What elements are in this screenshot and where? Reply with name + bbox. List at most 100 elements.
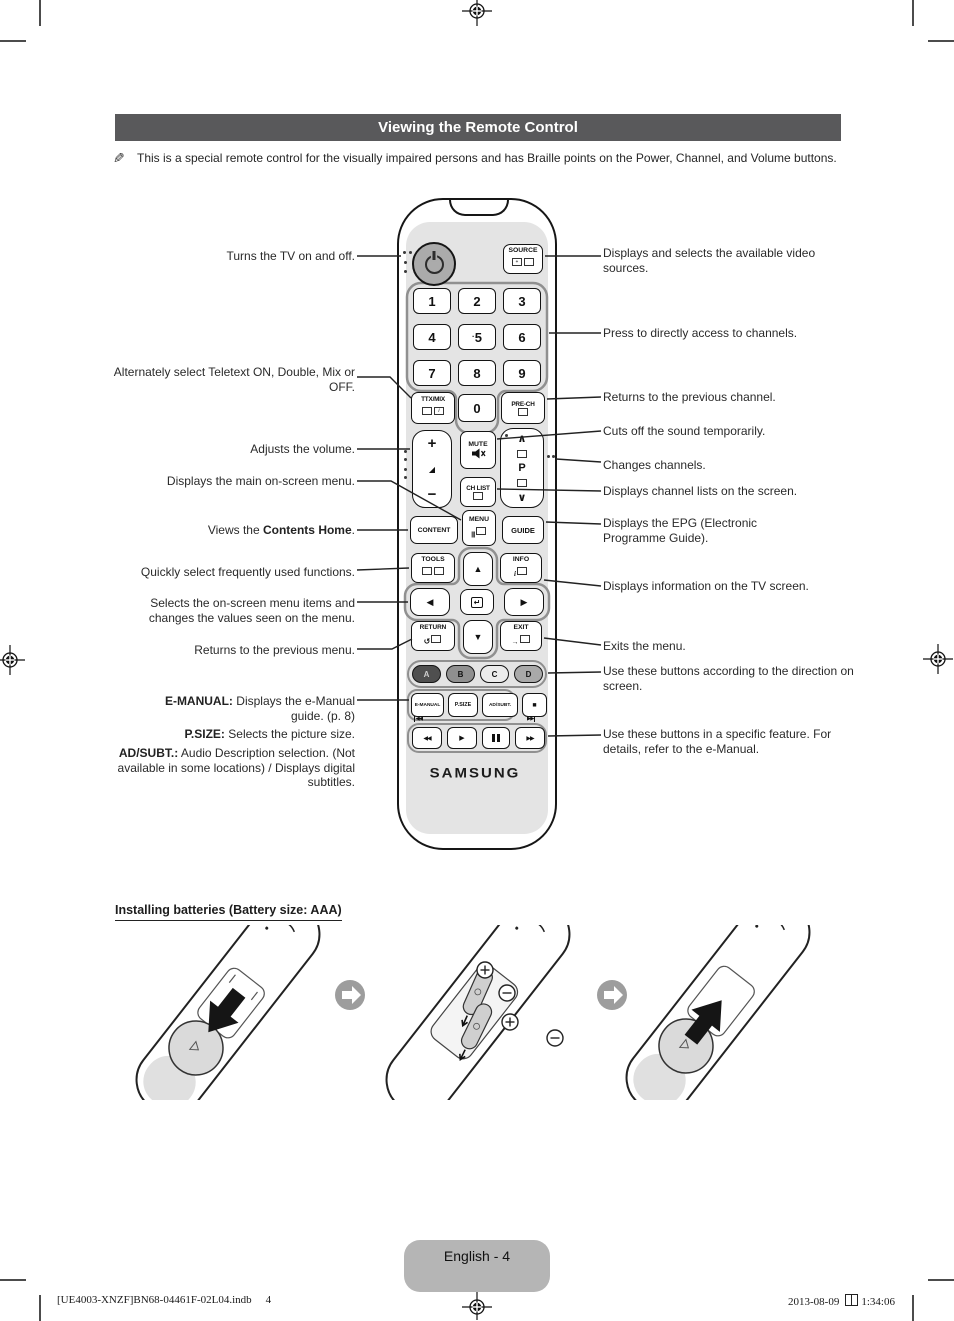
rewind-button: ◀◀ [412,727,442,749]
color-key-a: A [412,665,441,683]
plus-circle-icon [476,961,494,979]
callout-emanual: E-MANUAL: Displays the e-Manual guide. (… [164,694,355,723]
pause-button [482,727,510,749]
menu-button: MENU ||| [462,510,496,546]
ttx-icons: / [421,403,445,421]
battery-installation-steps [135,925,811,1100]
braille-dot [404,476,407,479]
braille-dot [404,458,407,461]
minus-circle-icon [546,1029,564,1047]
callout-playback: Use these buttons in a specific feature.… [603,727,832,756]
tools-button: TOOLS [411,553,455,583]
info-button: INFO i [500,553,542,583]
digit-7-button: 7 [413,360,451,386]
callout-prech: Returns to the previous channel. [603,390,776,404]
ttx-mix-button: TTX/MIX / [411,392,455,424]
braille-dot [404,270,407,273]
fast-forward-button: ▶▶ [515,727,545,749]
tools-icons [421,563,445,581]
exit-icons: → [512,631,531,649]
arrow-up-button: ▲ [463,552,493,586]
callout-channels: Press to directly access to channels. [603,326,798,340]
braille-dot [404,468,407,471]
callout-direction-keys: Use these buttons according to the direc… [603,664,854,693]
p-size-button: P.SIZE [448,693,478,717]
callout-teletext: Alternately select Teletext ON, Double, … [113,365,355,394]
skip-forward-icon: ▶▶ [527,716,535,722]
braille-dot [505,434,508,437]
battery-section-heading: Installing batteries (Battery size: AAA) [115,903,342,921]
enter-button: ↵ [460,589,494,615]
page-number-badge: English - 4 [404,1240,550,1292]
guide-button: GUIDE [502,516,544,544]
arrow-down-button: ▼ [463,620,493,654]
arrow-right-button: ▶ [504,588,544,616]
exit-button: EXIT → [500,621,542,651]
callout-source: Displays and selects the available video… [603,246,816,275]
callout-exit: Exits the menu. [603,639,686,653]
arrow-left-button: ◀ [410,588,450,616]
color-key-b: B [446,665,475,683]
note-text: This is a special remote control for the… [137,151,837,165]
channel-rocker: ∧ P ∨ [500,428,544,508]
callout-menu: Displays the main on-screen menu. [166,474,355,488]
source-button: SOURCE + [503,244,543,274]
battery-step-3 [625,925,811,1100]
return-button: RETURN ↺ [411,621,455,651]
ch-list-icon [473,491,483,500]
digit-0-button: 0 [458,394,496,422]
channel-up-icon: ∧ [517,433,527,445]
callout-tools: Quickly select frequently used functions… [140,565,355,579]
color-keys-group [407,660,547,688]
minus-circle-icon [498,984,516,1002]
callout-psize: P.SIZE: Selects the picture size. [184,727,355,741]
play-button: ▶ [447,727,477,749]
pencil-note-icon: ✎ [113,150,125,166]
digit-5-button: ·5 [458,324,496,350]
digit-1-button: 1 [413,288,451,314]
color-key-d: D [514,665,543,683]
battery-aaa [459,1003,493,1061]
callout-info: Displays information on the TV screen. [603,579,809,593]
page-title: Viewing the Remote Control [115,114,841,141]
power-button [412,242,456,286]
mute-speaker-icon [471,448,486,459]
pause-icon [492,734,495,742]
braille-dot [404,261,407,264]
callout-adsubt: AD/SUBT.: Audio Description selection. (… [117,746,355,789]
remote-notch [449,200,509,216]
info-icons: i [514,563,528,581]
enter-return-icon: ↵ [470,596,484,608]
plus-circle-icon [501,1013,519,1031]
callout-return: Returns to the previous menu. [194,643,355,657]
volume-wedge-icon: ◢ [428,464,436,474]
ch-list-button: CH LIST [460,477,496,507]
next-step-arrow-icon [597,980,627,1010]
callout-guide: Displays the EPG (Electronic Programme G… [603,516,758,545]
callout-select-items: Selects the on-screen menu items and cha… [148,596,355,625]
battery-step-2 [385,925,571,1100]
playback-keys-group [407,723,547,753]
pre-ch-button: PRE-CH [501,392,545,424]
digit-8-button: 8 [458,360,496,386]
braille-dot [409,251,412,254]
source-icons: + [511,254,535,272]
missing-glyph-box [845,1294,859,1306]
next-step-arrow-icon [335,980,365,1010]
color-key-c: C [480,665,509,683]
battery-step-1 [135,925,321,1100]
digit-2-button: 2 [458,288,496,314]
braille-dot [403,251,406,254]
battery-aaa [461,968,493,1028]
volume-rocker: + ◢ − [412,430,452,508]
mute-button: MUTE [460,431,496,469]
digit-9-button: 9 [503,360,541,386]
callout-power: Turns the TV on and off. [226,249,355,263]
power-icon [424,254,444,274]
digit-3-button: 3 [503,288,541,314]
content-button: CONTENT [410,516,458,544]
callout-contents-home: Views the Contents Home. [207,523,355,537]
ad-subt-button: AD/SUBT. [482,693,518,717]
